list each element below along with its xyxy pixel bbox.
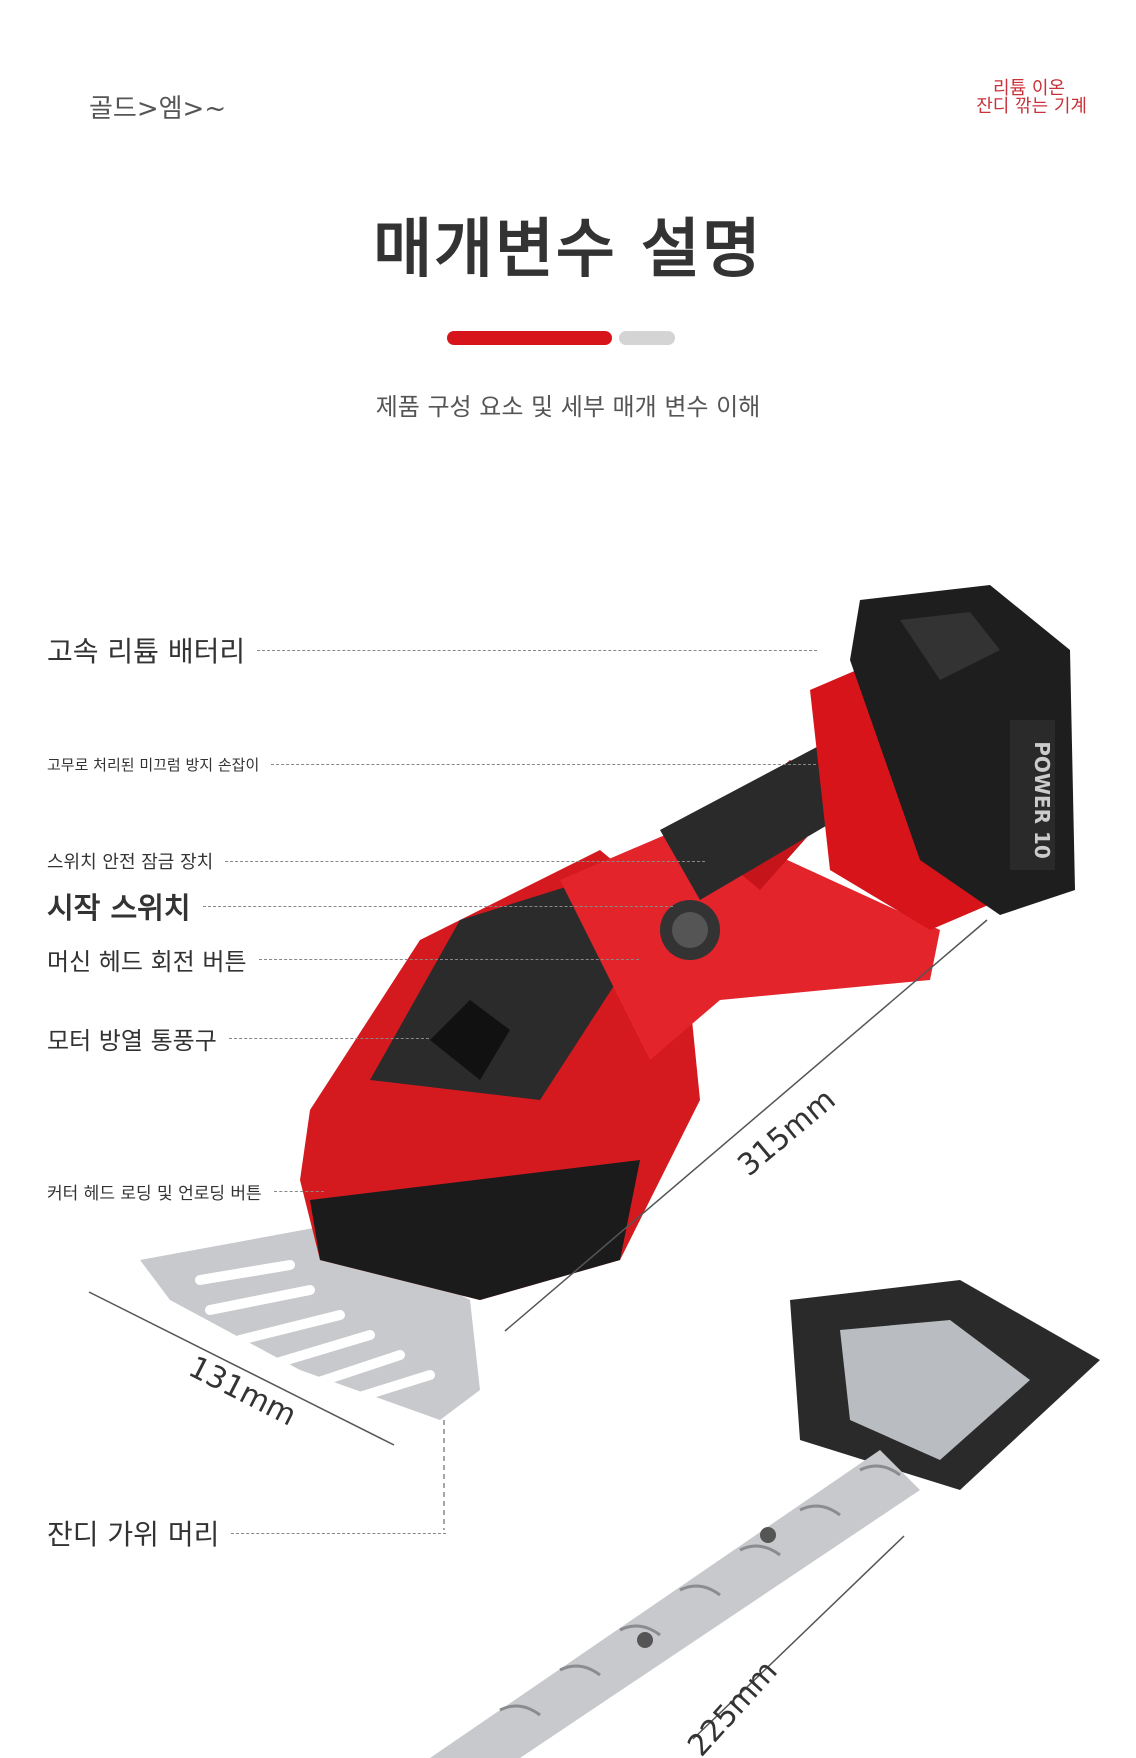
title-accent-bar [447,331,612,345]
leader-line [231,1532,447,1534]
label-text: 스위치 안전 잠금 장치 [47,852,214,873]
label-safety-lock: 스위치 안전 잠금 장치 [47,848,706,874]
leader-line [271,764,817,765]
hedge-blade-attachment [430,1280,1100,1758]
label-battery: 고속 리튬 배터리 [47,630,818,670]
label-start-switch: 시작 스위치 [47,885,673,927]
page-title: 매개변수 설명 [373,213,763,287]
label-text: 커터 헤드 로딩 및 언로딩 버튼 [47,1184,262,1204]
label-grip: 고무로 처리된 미끄럼 방지 손잡이 [47,754,817,775]
leader-line [273,1191,324,1192]
breadcrumb[interactable]: 골드>엠>~ [89,94,227,124]
logo-line-2: 잔디 깎는 기계 [976,96,1087,117]
label-text: 시작 스위치 [47,891,191,925]
leader-line [258,959,639,960]
label-text: 머신 헤드 회전 버튼 [47,948,247,976]
label-grass-shear-head: 잔디 가위 머리 [47,1513,447,1553]
title-accent-bar-gray [619,331,675,345]
leader-line [228,1038,429,1039]
logo-line-1: 리튬 이온 [993,78,1065,99]
label-head-release: 커터 헤드 로딩 및 언로딩 버튼 [47,1179,324,1204]
label-vent: 모터 방열 통풍구 [47,1021,429,1056]
dimension-lines [88,919,988,1740]
page-subtitle: 제품 구성 요소 및 세부 매개 변수 이해 [375,393,761,421]
label-text: 고속 리튬 배터리 [47,635,246,668]
label-text: 잔디 가위 머리 [47,1518,220,1551]
trimmer-body [300,585,1075,1300]
leader-line [257,649,818,651]
leader-line [225,860,706,862]
label-text: 모터 방열 통풍구 [47,1027,217,1055]
dimension-315: 315mm [731,1082,842,1183]
battery-badge: POWER 10 [1030,741,1054,859]
label-text: 고무로 처리된 미끄럼 방지 손잡이 [47,756,260,774]
dimension-225: 225mm [681,1654,784,1758]
brand-logo: 리튬 이온 잔디 깎는 기계 [962,80,1087,116]
label-head-rotate: 머신 헤드 회전 버튼 [47,942,639,977]
leader-line [202,905,673,907]
